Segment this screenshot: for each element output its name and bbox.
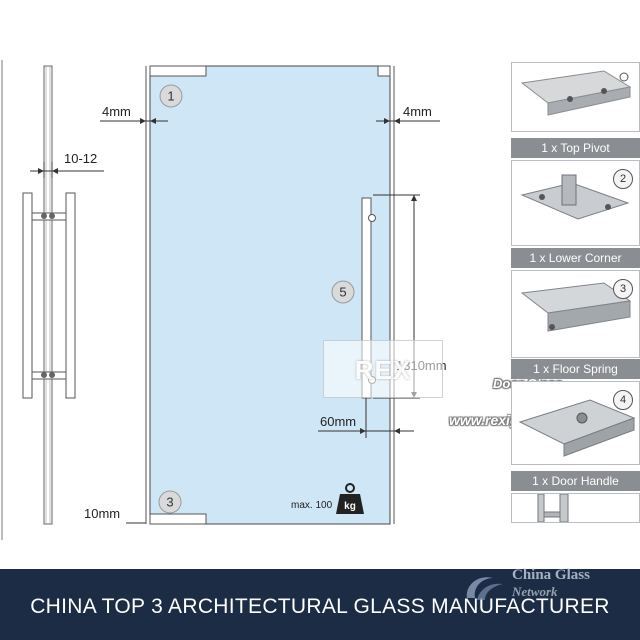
door-handle-icon <box>537 494 569 522</box>
left-gap-dimension: 4mm <box>100 104 168 124</box>
catalog-label-floor-spring: 1 x Floor Spring <box>511 359 640 379</box>
catalog-number-3: 3 <box>613 279 633 299</box>
bottom-gap-dimension: 10mm <box>84 506 146 524</box>
glass-door-panel <box>145 65 395 525</box>
handle-offset-label: 60mm <box>320 414 356 429</box>
brand-name: China Glass <box>512 567 590 583</box>
banner-title: CHINA TOP 3 ARCHITECTURAL GLASS MANUFACT… <box>30 595 610 618</box>
thickness-dimension: 10-12 <box>30 151 104 178</box>
catalog-number-4: 4 <box>613 390 633 410</box>
footer-banner: CHINA TOP 3 ARCHITECTURAL GLASS MANUFACT… <box>0 569 640 640</box>
marker-3: 3 <box>158 490 182 514</box>
catalog-label-top-pivot: 1 x Top Pivot <box>511 138 640 158</box>
svg-text:kg: kg <box>344 501 356 512</box>
right-gap-label: 4mm <box>403 104 432 119</box>
svg-text:1: 1 <box>167 89 174 104</box>
china-glass-logo-icon <box>466 577 503 600</box>
handle-offset-dimension: 60mm <box>318 398 414 438</box>
brand-network: Network <box>512 584 558 599</box>
weight-icon: kg <box>336 483 364 514</box>
side-view-glass <box>43 65 53 525</box>
top-pivot-fitting-icon <box>520 70 632 116</box>
catalog-item-5 <box>511 493 640 523</box>
thickness-label: 10-12 <box>64 151 97 166</box>
lower-corner-fitting-icon <box>520 282 632 332</box>
floor-spring-icon <box>518 399 636 457</box>
right-gap-dimension: 4mm <box>376 104 440 124</box>
side-view-handle <box>22 192 76 399</box>
pivot-plate-icon <box>520 174 630 220</box>
left-gap-label: 4mm <box>102 104 131 119</box>
catalog-label-lower-corner: 1 x Lower Corner <box>511 248 640 268</box>
catalog-label-door-handle: 1 x Door Handle <box>511 471 640 491</box>
catalog-top-pivot-image <box>511 62 640 132</box>
catalog-item-3: 3 <box>511 270 640 358</box>
bottom-gap-label: 10mm <box>84 506 120 521</box>
catalog-number-2: 2 <box>613 169 633 189</box>
catalog-item-4: 4 <box>511 381 640 465</box>
marker-1: 1 <box>159 84 183 108</box>
weight-limit-label: max. 100 <box>291 500 333 511</box>
watermark-logo: REX <box>323 340 443 398</box>
catalog-item-2: 2 <box>511 160 640 246</box>
marker-5: 5 <box>331 280 355 304</box>
svg-text:3: 3 <box>166 495 173 510</box>
svg-text:5: 5 <box>339 285 346 300</box>
door-diagram: 10-12 10mm <box>1 60 447 540</box>
